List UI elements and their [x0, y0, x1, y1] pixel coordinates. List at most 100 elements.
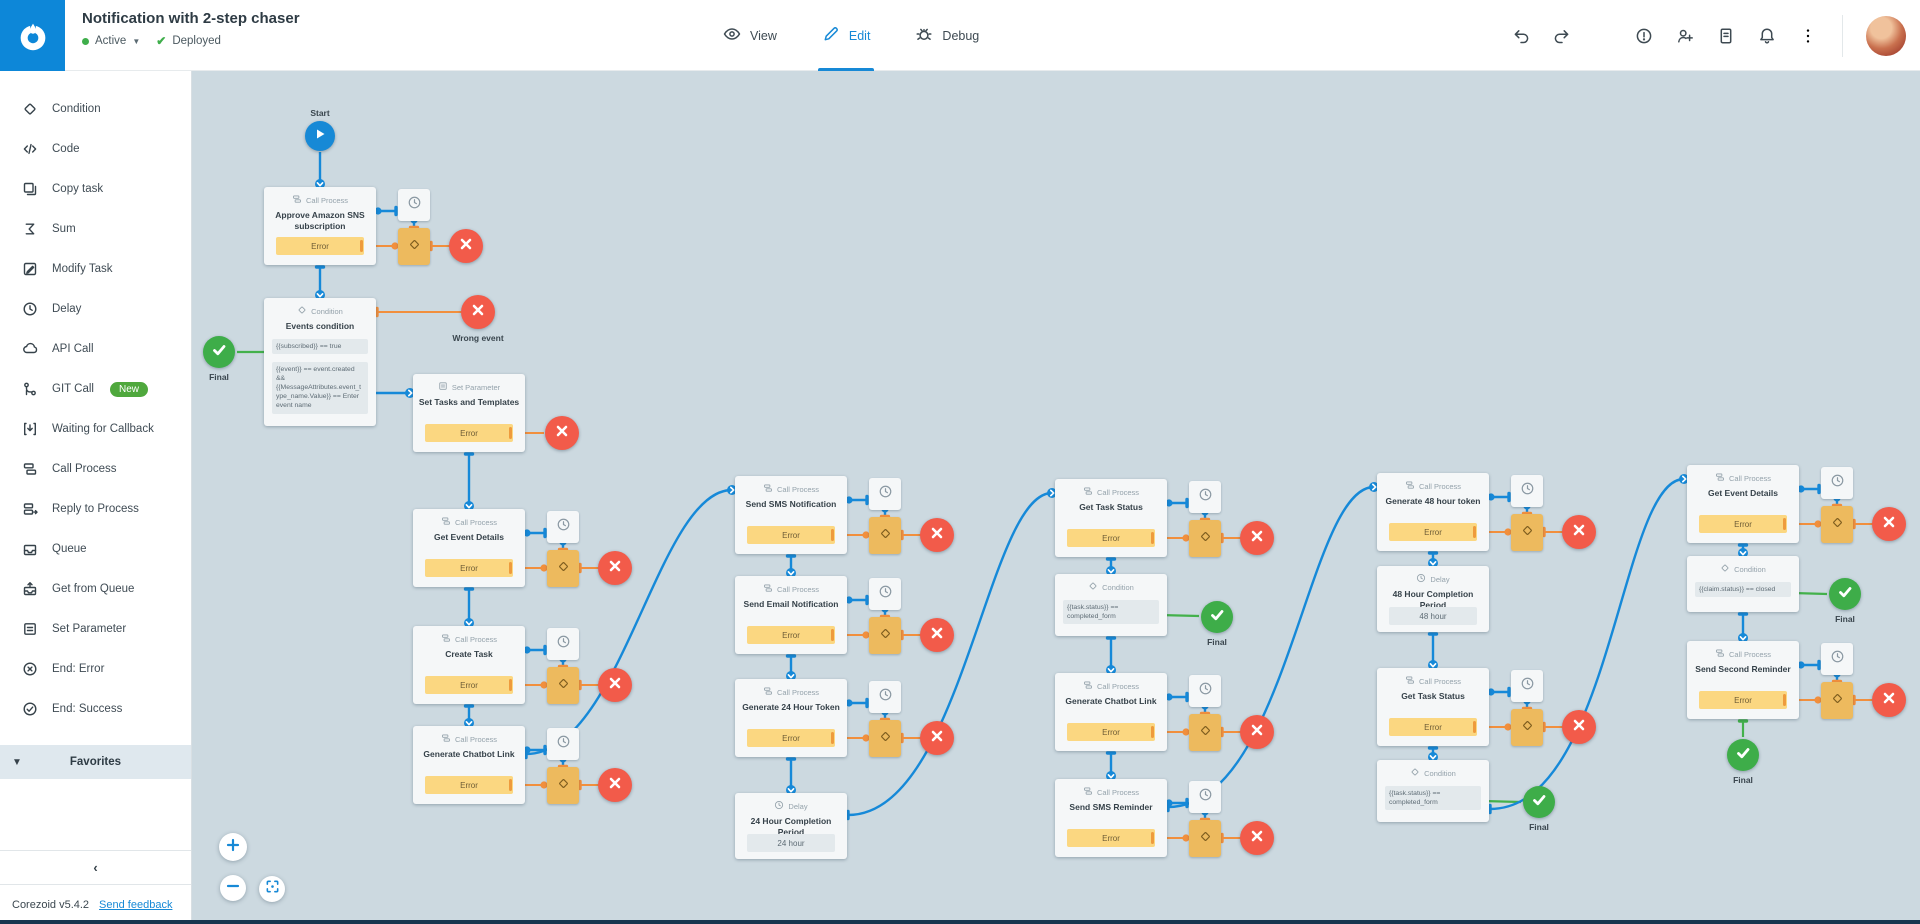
sidebar-item-set-parameter[interactable]: Set Parameter [0, 609, 191, 649]
chevron-down-icon[interactable]: ▼ [132, 36, 141, 46]
end-error-node-generate-chatbot-link[interactable] [1240, 715, 1274, 749]
timeout-node-send-second-reminder[interactable] [1821, 643, 1853, 675]
end-error-node-get-task-status[interactable] [1240, 521, 1274, 555]
delay-duration-pill[interactable]: 48 hour [1389, 607, 1477, 625]
timeout-node-get-event-details[interactable] [547, 511, 579, 543]
error-pill[interactable]: Error [425, 424, 513, 442]
sidebar-item-end-success[interactable]: End: Success [0, 689, 191, 729]
error-pill[interactable]: Error [276, 237, 364, 255]
sidebar-item-waiting-for-callback[interactable]: Waiting for Callback [0, 409, 191, 449]
sidebar-item-sum[interactable]: Sum [0, 209, 191, 249]
notifications-icon[interactable] [1756, 25, 1778, 47]
condition-rule-pill[interactable]: {{event}} == event.created && {{MessageA… [272, 361, 368, 414]
end-error-node-generate-chatbot-link[interactable] [598, 768, 632, 802]
error-condition-node-generate-chatbot-link[interactable] [1189, 714, 1221, 751]
timeout-node-generate-chatbot-link[interactable] [547, 728, 579, 760]
zoom-in-button[interactable] [219, 833, 247, 861]
sidebar-item-get-from-queue[interactable]: Get from Queue [0, 569, 191, 609]
error-condition-node-generate-48-hour-token[interactable] [1511, 514, 1543, 551]
avatar[interactable] [1866, 15, 1906, 56]
error-pill[interactable]: Error [747, 729, 835, 747]
error-condition-node-send-email-notification[interactable] [869, 617, 901, 654]
delay-duration-pill[interactable]: 24 hour [747, 834, 835, 852]
error-pill[interactable]: Error [1067, 723, 1155, 741]
end-error-node-get-event-details[interactable] [1872, 507, 1906, 541]
timeout-node-generate-chatbot-link[interactable] [1189, 675, 1221, 707]
node-condition[interactable]: Condition{{task.status}} == completed_fo… [1055, 574, 1167, 636]
final-node[interactable] [1523, 786, 1555, 818]
error-condition-node-create-task[interactable] [547, 667, 579, 704]
sidebar-collapse-button[interactable]: ‹ [0, 850, 191, 884]
sidebar-item-queue[interactable]: Queue [0, 529, 191, 569]
timeout-node-generate-24-hour-token[interactable] [869, 681, 901, 713]
info-icon[interactable] [1633, 25, 1655, 47]
end-error-node-approve-amazon-sns-subscription[interactable] [449, 229, 483, 263]
end-error-node-get-event-details[interactable] [598, 551, 632, 585]
node-condition[interactable]: Condition{{task.status}} == completed_fo… [1377, 760, 1489, 822]
sidebar-item-api-call[interactable]: API Call [0, 329, 191, 369]
zoom-out-button[interactable] [220, 875, 246, 901]
error-condition-node-approve-amazon-sns-subscription[interactable] [398, 228, 430, 265]
error-pill[interactable]: Error [425, 559, 513, 577]
sidebar-item-call-process[interactable]: Call Process [0, 449, 191, 489]
error-condition-node-send-sms-notification[interactable] [869, 517, 901, 554]
changelog-icon[interactable] [1715, 25, 1737, 47]
sidebar-item-reply-to-process[interactable]: Reply to Process [0, 489, 191, 529]
end-error-node-wrong-event[interactable] [461, 295, 495, 329]
error-pill[interactable]: Error [1699, 515, 1787, 533]
error-condition-node-get-event-details[interactable] [1821, 506, 1853, 543]
end-error-node-send-email-notification[interactable] [920, 618, 954, 652]
end-error-node-generate-48-hour-token[interactable] [1562, 515, 1596, 549]
error-pill[interactable]: Error [747, 626, 835, 644]
end-error-node-get-task-status[interactable] [1562, 710, 1596, 744]
error-pill[interactable]: Error [1389, 718, 1477, 736]
sidebar-item-condition[interactable]: Condition [0, 89, 191, 129]
status-label[interactable]: Active [95, 35, 127, 47]
final-node[interactable] [1201, 601, 1233, 633]
tab-debug[interactable]: Debug [914, 0, 979, 71]
redo-icon[interactable] [1551, 25, 1573, 47]
error-pill[interactable]: Error [1067, 829, 1155, 847]
timeout-node-get-task-status[interactable] [1511, 670, 1543, 702]
error-pill[interactable]: Error [425, 776, 513, 794]
end-error-node-send-sms-notification[interactable] [920, 518, 954, 552]
end-error-node-send-sms-reminder[interactable] [1240, 821, 1274, 855]
more-icon[interactable] [1797, 25, 1819, 47]
condition-rule-pill[interactable]: {{subscribed}} == true [272, 338, 368, 354]
tab-edit[interactable]: Edit [821, 0, 870, 71]
error-pill[interactable]: Error [747, 526, 835, 544]
send-feedback-link[interactable]: Send feedback [99, 898, 173, 911]
condition-rule-pill[interactable]: {{task.status}} == completed_form [1385, 786, 1481, 811]
error-condition-node-get-task-status[interactable] [1511, 709, 1543, 746]
undo-icon[interactable] [1510, 25, 1532, 47]
error-pill[interactable]: Error [1699, 691, 1787, 709]
timeout-node-generate-48-hour-token[interactable] [1511, 475, 1543, 507]
timeout-node-approve-amazon-sns-subscription[interactable] [398, 189, 430, 221]
timeout-node-get-event-details[interactable] [1821, 467, 1853, 499]
end-error-node-generate-24-hour-token[interactable] [920, 721, 954, 755]
error-condition-node-generate-chatbot-link[interactable] [547, 767, 579, 804]
end-error-node-send-second-reminder[interactable] [1872, 683, 1906, 717]
start-node[interactable] [305, 121, 335, 151]
error-condition-node-get-event-details[interactable] [547, 550, 579, 587]
error-pill[interactable]: Error [425, 676, 513, 694]
error-condition-node-get-task-status[interactable] [1189, 520, 1221, 557]
